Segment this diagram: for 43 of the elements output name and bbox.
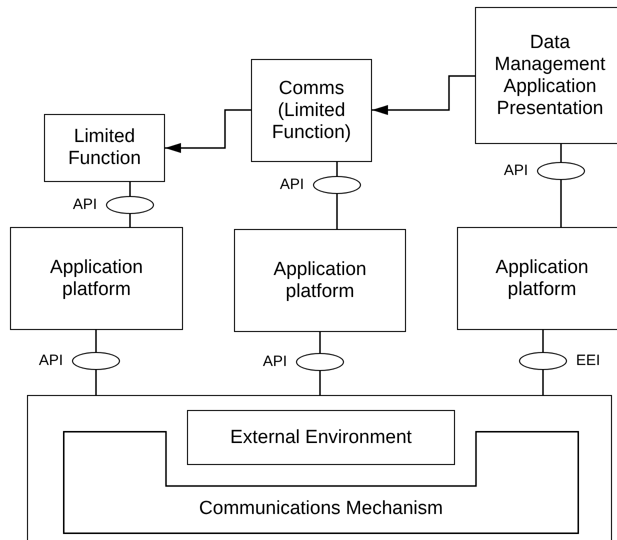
box-label: Application platform [49, 256, 144, 300]
interface-label: API [262, 353, 287, 370]
component-box [187, 410, 455, 465]
connector-line [319, 371, 321, 395]
box-label: Comms (Limited Function) [270, 78, 352, 144]
connector-line [129, 214, 131, 227]
component-box [457, 227, 617, 330]
interface-label: API [72, 196, 97, 213]
connector-line [95, 370, 97, 395]
box-label: Application platform [272, 258, 368, 302]
connector-line [542, 330, 544, 352]
mechanism-panel [63, 431, 579, 534]
interface-label: EEI [576, 352, 600, 369]
box-label: Limited Function [67, 126, 142, 170]
interface-ellipse [296, 353, 344, 371]
box-label: Application platform [494, 256, 590, 300]
interface-ellipse [106, 196, 154, 214]
component-box [234, 229, 406, 332]
interface-ellipse [72, 352, 120, 370]
component-box [10, 227, 183, 330]
component-box [475, 7, 617, 144]
arrow [165, 109, 251, 153]
connector-line [95, 330, 97, 352]
box-label: Data Management Application Presentation [494, 32, 606, 120]
connector-line [319, 332, 321, 353]
arrow [372, 75, 475, 115]
interface-ellipse [537, 162, 585, 180]
connector-line [129, 182, 131, 196]
connector-line [542, 370, 544, 395]
component-box [251, 59, 372, 162]
interface-ellipse [313, 176, 361, 194]
interface-label: API [280, 176, 304, 193]
connector-line [336, 162, 338, 176]
connector-line [560, 144, 562, 162]
connector-line [560, 180, 562, 227]
box-label: Communications Mechanism [199, 498, 443, 520]
container-box [27, 395, 612, 540]
box-label: External Environment [230, 426, 412, 448]
interface-label: API [504, 162, 528, 179]
interface-ellipse [519, 352, 567, 370]
component-box [44, 114, 165, 182]
interface-label: API [38, 352, 63, 369]
connector-line [336, 194, 338, 229]
